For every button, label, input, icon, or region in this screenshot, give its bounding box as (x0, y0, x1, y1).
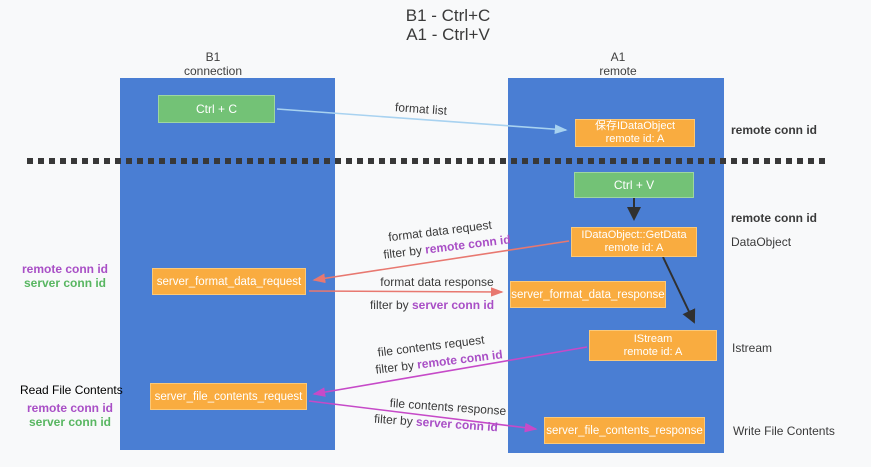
node-istream: IStream remote id: A (589, 330, 717, 361)
lane-header-b1: B1 connection (184, 50, 242, 78)
node-save-idataobject: 保存IDataObject remote id: A (575, 119, 695, 147)
label-filter-server-mid: filter by server conn id (370, 298, 494, 312)
server-conn-id-text: server conn id (411, 298, 495, 312)
annotation-dataobject: DataObject (731, 235, 792, 249)
annotation-remote-conn-id-save: remote conn id (731, 123, 818, 137)
node-server-format-data-response-label: server_format_data_response (511, 288, 665, 301)
annotation-remote-conn-id-getdata: remote conn id (731, 211, 818, 225)
annotation-write-file-contents: Write File Contents (733, 424, 835, 438)
annotation-left-bottom-server-conn-id: server conn id (28, 415, 112, 429)
annotation-left-remote-conn-id: remote conn id (21, 262, 108, 276)
label-format-data-response: format data response (380, 275, 494, 289)
lane-b1-subtitle: connection (183, 64, 243, 78)
node-istream-line2: remote id: A (623, 345, 683, 358)
node-server-file-contents-response: server_file_contents_response (544, 417, 705, 444)
node-idataobject-getdata-line2: remote id: A (604, 242, 664, 254)
title-line-2: A1 - Ctrl+V (406, 25, 490, 44)
node-ctrl-c: Ctrl + C (158, 95, 275, 123)
node-idataobject-getdata: IDataObject::GetData remote id: A (571, 227, 697, 257)
node-server-file-contents-response-label: server_file_contents_response (546, 424, 703, 437)
node-server-format-data-response: server_format_data_response (510, 281, 666, 308)
filter-by-text: filter by (369, 298, 412, 312)
filter-by-text: filter by (374, 357, 419, 377)
annotation-left-bottom-remote-conn-id: remote conn id (26, 401, 113, 415)
node-ctrl-c-label: Ctrl + C (195, 102, 237, 116)
annotation-istream: Istream (732, 341, 773, 355)
node-ctrl-v: Ctrl + V (574, 172, 694, 198)
node-server-format-data-request-label: server_format_data_request (156, 275, 302, 288)
annotation-read-file-contents: Read File Contents (20, 383, 123, 397)
lane-a1-name: A1 (610, 50, 626, 64)
lane-a1-subtitle: remote (599, 64, 637, 78)
node-server-file-contents-request: server_file_contents_request (150, 383, 307, 410)
label-format-list: format list (394, 100, 448, 118)
lane-header-a1: A1 remote (599, 50, 636, 78)
annotation-left-bottom: Read File Contents remote conn id server… (20, 383, 123, 429)
node-server-file-contents-request-label: server_file_contents_request (154, 390, 303, 403)
annotation-left-server-conn-id: server conn id (23, 276, 107, 290)
annotation-left-mid: remote conn id server conn id (15, 262, 115, 290)
node-save-idataobject-line1: 保存IDataObject (594, 120, 676, 132)
node-ctrl-v-label: Ctrl + V (613, 178, 655, 192)
node-istream-line1: IStream (633, 332, 673, 345)
node-idataobject-getdata-line1: IDataObject::GetData (581, 229, 687, 241)
server-conn-id-text: server conn id (415, 414, 499, 435)
diagram-title: B1 - Ctrl+C A1 - Ctrl+V (406, 6, 491, 44)
format-data-response-arrow (308, 287, 504, 297)
filter-by-text: filter by (373, 411, 417, 429)
separator-dashed-line (27, 158, 830, 164)
filter-by-text: filter by (382, 242, 427, 262)
node-server-format-data-request: server_format_data_request (152, 268, 306, 295)
title-line-1: B1 - Ctrl+C (405, 6, 491, 25)
node-save-idataobject-line2: remote id: A (605, 133, 665, 145)
lane-b1-name: B1 (205, 50, 221, 64)
